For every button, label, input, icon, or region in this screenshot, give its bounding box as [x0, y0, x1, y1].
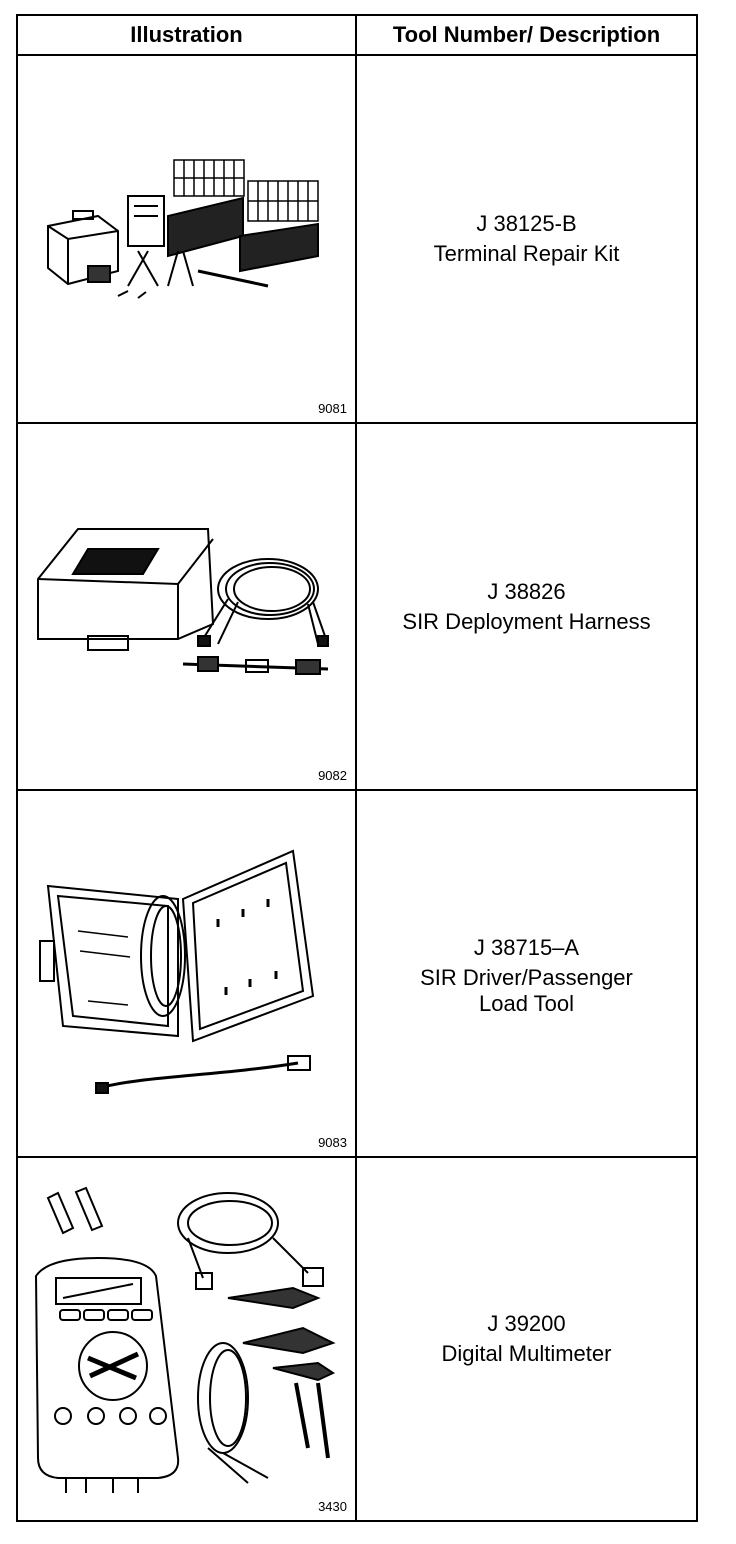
tool-name-continued: Load Tool — [478, 990, 574, 1016]
header-tool-description: Tool Number/ Description — [392, 22, 661, 47]
tool-name: SIR Deployment Harness — [402, 608, 651, 634]
illustration-cell: 9081 — [18, 56, 357, 422]
figure-number: 3430 — [318, 1499, 347, 1514]
illustration-cell: 9082 — [18, 424, 357, 789]
tool-table: Illustration Tool Number/ Description — [16, 14, 698, 1522]
tool-description: J 39200 Digital Multimeter — [357, 1158, 696, 1520]
tool-number: J 38826 — [487, 578, 566, 604]
tool-description: J 38125-B Terminal Repair Kit — [357, 56, 696, 422]
tool-description: J 38826 SIR Deployment Harness — [357, 424, 696, 789]
figure-number: 9082 — [318, 768, 347, 783]
table-row: 3430 J 39200 Digital Multimeter — [18, 1158, 696, 1520]
figure-number: 9083 — [318, 1135, 347, 1150]
figure-number: 9081 — [318, 401, 347, 416]
table-header: Illustration Tool Number/ Description — [18, 16, 696, 56]
tool-number: J 38125-B — [476, 211, 577, 236]
terminal-repair-kit-icon — [47, 159, 319, 299]
tool-description: J 38715–A SIR Driver/Passenger Load Tool — [357, 791, 696, 1156]
tool-name: Terminal Repair Kit — [433, 241, 620, 266]
deployment-harness-icon — [37, 528, 329, 675]
table-row: 9083 J 38715–A SIR Driver/Passenger Load… — [18, 791, 696, 1158]
table-row: 9082 J 38826 SIR Deployment Harness — [18, 424, 696, 791]
table-row: 9081 J 38125-B Terminal Repair Kit — [18, 56, 696, 424]
header-illustration: Illustration — [18, 16, 357, 54]
tool-number: J 39200 — [487, 1311, 566, 1336]
illustration-cell: 9083 — [18, 791, 357, 1156]
tool-number: J 38715–A — [473, 934, 580, 960]
load-tool-icon — [39, 849, 315, 1094]
tool-name: SIR Driver/Passenger — [420, 964, 633, 990]
multimeter-icon — [34, 1186, 336, 1493]
tool-name: Digital Multimeter — [441, 1341, 612, 1366]
illustration-cell: 3430 — [18, 1158, 357, 1520]
